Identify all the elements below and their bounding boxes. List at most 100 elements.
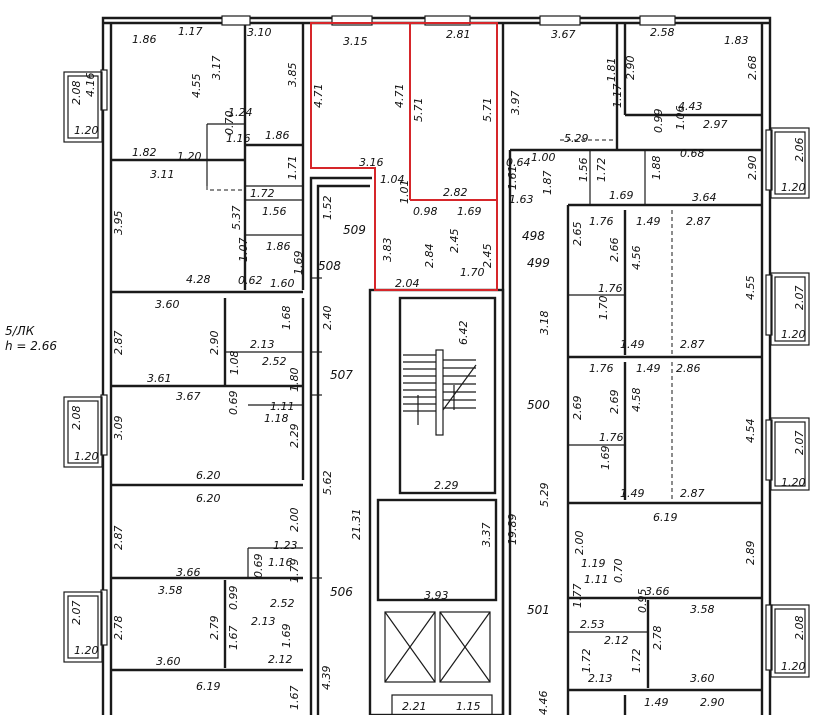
- dimension-label: 19.89: [506, 514, 519, 546]
- dimension-label: 1.60: [270, 277, 295, 290]
- dimension-label: 1.69: [280, 624, 293, 649]
- apartment-numbers: 509 508 507 506 498 499 500 501: [318, 223, 550, 617]
- dimension-label: 3.66: [176, 566, 201, 579]
- dimension-label: 1.72: [630, 649, 643, 674]
- dimension-label: 3.67: [551, 28, 576, 41]
- dimension-label: 0.70: [612, 559, 625, 584]
- dimension-label: 1.70: [460, 266, 485, 279]
- dimension-label: 1.83: [724, 34, 749, 47]
- dimension-label: 1.67: [227, 626, 240, 651]
- dimension-label: 4.55: [744, 276, 757, 301]
- dimension-label: 0.69: [227, 391, 240, 416]
- dimension-label: 1.20: [74, 450, 99, 463]
- apartment-number: 498: [522, 229, 545, 243]
- dimension-label: 1.68: [280, 306, 293, 331]
- dimension-label: 2.65: [571, 222, 584, 247]
- dimension-label: 4.56: [630, 246, 643, 271]
- dimension-label: 4.28: [186, 273, 211, 286]
- dimension-label: 4.71: [393, 84, 406, 109]
- dimension-label: 1.49: [636, 362, 661, 375]
- dimension-label: 2.40: [321, 306, 334, 331]
- dimension-label: 1.11: [270, 400, 295, 413]
- dimension-label: 3.85: [286, 63, 299, 88]
- dimension-label: 5.37: [230, 206, 243, 231]
- apartment-number: 501: [527, 603, 550, 617]
- dimension-label: 3.17: [210, 56, 223, 81]
- dimension-label: 2.52: [262, 355, 287, 368]
- dimension-label: 2.08: [793, 616, 806, 641]
- dimension-label: 3.60: [690, 672, 715, 685]
- dimension-label: 1.49: [644, 696, 669, 709]
- apartment-number: 500: [527, 398, 550, 412]
- dimension-label: 2.97: [703, 118, 728, 131]
- floor-note-line-2: h = 2.66: [5, 339, 57, 353]
- dimension-label: 2.45: [448, 229, 461, 254]
- dimension-label: 5.29: [564, 132, 589, 145]
- dimension-label: 2.00: [573, 531, 586, 556]
- dimension-label: 3.16: [359, 156, 384, 169]
- dimension-label: 2.53: [580, 618, 605, 631]
- dimension-label: 3.37: [480, 523, 493, 548]
- dimension-label: 1.77: [571, 584, 584, 609]
- dimension-label: 1.17: [611, 84, 624, 109]
- dimension-label: 0.69: [252, 554, 265, 579]
- dimension-label: 1.88: [650, 156, 663, 181]
- dimension-label: 2.86: [676, 362, 701, 375]
- dimension-label: 4.71: [312, 84, 325, 109]
- dimension-label: 3.10: [247, 26, 272, 39]
- left-balcony-dimensions: 2.081.202.081.202.071.20: [70, 81, 99, 658]
- dimension-label: 6.19: [196, 680, 221, 693]
- dimension-label: 2.08: [70, 81, 83, 106]
- dimension-label: 1.08: [228, 351, 241, 376]
- dimension-label: 2.90: [746, 156, 759, 181]
- dimension-label: 2.82: [443, 186, 468, 199]
- dimension-label: 2.52: [270, 597, 295, 610]
- dimension-label: 1.69: [609, 189, 634, 202]
- dimension-label: 2.68: [746, 56, 759, 81]
- dimension-label: 2.07: [793, 286, 806, 311]
- dimension-label: 2.06: [793, 138, 806, 163]
- dimension-label: 1.67: [288, 686, 301, 711]
- dimension-label: 1.00: [531, 151, 556, 164]
- dimension-label: 1.49: [636, 215, 661, 228]
- dimension-label: 4.46: [537, 691, 550, 715]
- dimension-label: 1.87: [541, 171, 554, 196]
- dimension-label: 3.15: [343, 35, 368, 48]
- dimension-label: 0.62: [238, 274, 263, 287]
- dimension-label: 2.87: [680, 487, 705, 500]
- dimension-label: 21.31: [350, 509, 363, 541]
- dimension-label: 2.78: [651, 626, 664, 651]
- windows: [100, 15, 773, 671]
- dimension-label: 1.70: [597, 296, 610, 321]
- dimension-label: 0.95: [636, 589, 649, 614]
- dimension-label: 0.99: [652, 109, 665, 134]
- dimension-label: 1.16: [268, 556, 293, 569]
- dimension-label: 1.69: [457, 205, 482, 218]
- dimension-label: 2.66: [608, 238, 621, 263]
- dimension-label: 2.45: [481, 244, 494, 269]
- dimension-label: 2.69: [571, 396, 584, 421]
- dimension-label: 2.29: [434, 479, 459, 492]
- dimension-label: 0.98: [413, 205, 438, 218]
- dimension-label: 1.04: [380, 173, 405, 186]
- dimension-label: 1.86: [132, 33, 157, 46]
- dimension-label: 1.20: [781, 181, 806, 194]
- dimension-label: 4.39: [320, 666, 333, 691]
- dimension-label: 6.42: [457, 321, 470, 346]
- dimension-label: 2.13: [588, 672, 613, 685]
- dimension-label: 2.81: [446, 28, 471, 41]
- floor-note: 5/ЛК h = 2.66: [5, 324, 57, 353]
- highlighted-apartment: [310, 22, 498, 291]
- dimension-label: 4.55: [190, 74, 203, 99]
- dimension-label: 1.49: [620, 338, 645, 351]
- dimension-label: 1.56: [577, 158, 590, 183]
- dimension-label: 1.71: [286, 156, 299, 181]
- dimension-label: 3.93: [424, 589, 449, 602]
- balconies: [63, 71, 810, 678]
- dimension-label: 2.79: [208, 616, 221, 641]
- dimension-label: 1.15: [456, 700, 481, 713]
- dimension-label: 1.52: [321, 196, 334, 221]
- dimension-label: 2.87: [112, 331, 125, 356]
- dimension-label: 1.23: [273, 539, 298, 552]
